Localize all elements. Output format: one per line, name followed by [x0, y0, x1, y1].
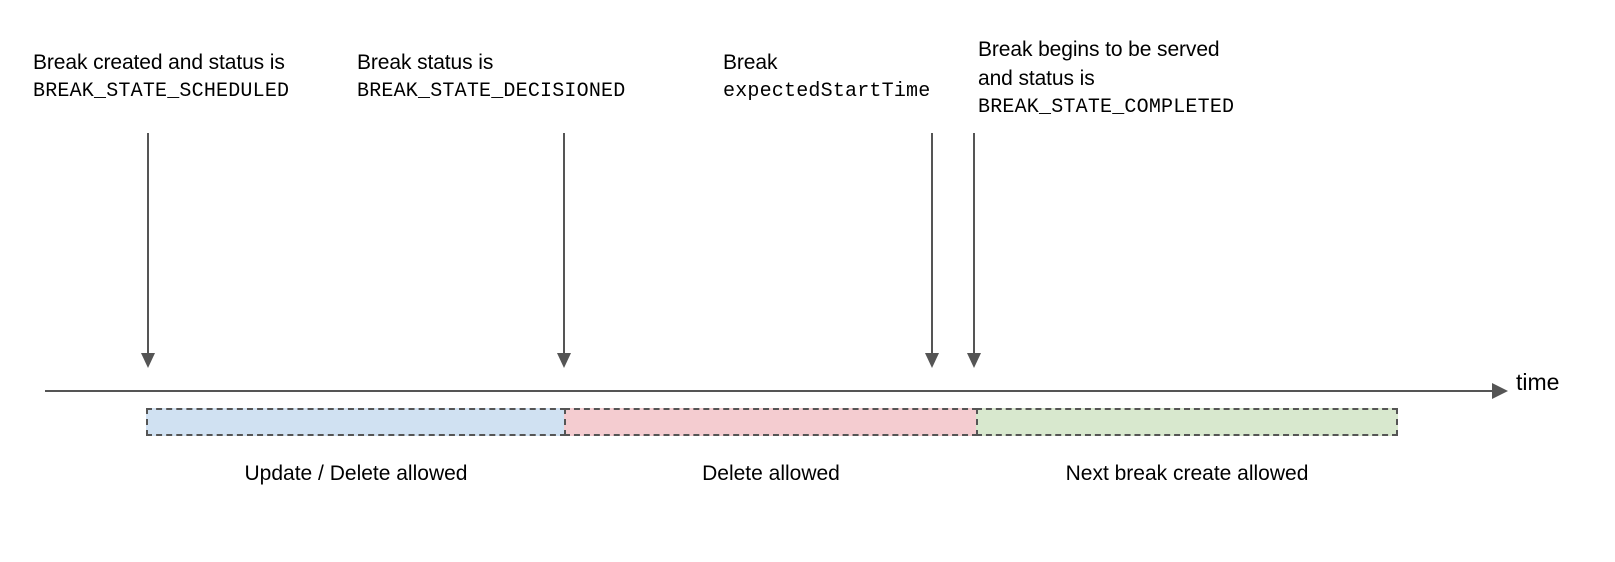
segment-delete-only	[564, 408, 978, 436]
caption-delete-only: Delete allowed	[702, 462, 840, 485]
annotation-scheduled: Break created and status is BREAK_STATE_…	[33, 48, 289, 106]
annotation-scheduled-line-1: Break created and status is	[33, 51, 285, 74]
marker-arrow-decisioned-icon	[557, 133, 571, 368]
annotation-completed: Break begins to be served and status is …	[978, 35, 1234, 122]
annotation-decisioned-line-1: Break status is	[357, 51, 494, 74]
caption-update-delete: Update / Delete allowed	[244, 462, 468, 485]
marker-arrow-scheduled-icon	[141, 133, 155, 368]
segment-next-break	[976, 408, 1398, 436]
annotation-expected-start-time-line-1: Break	[723, 51, 778, 74]
marker-arrow-completed-icon	[967, 133, 981, 368]
annotation-decisioned: Break status is BREAK_STATE_DECISIONED	[357, 48, 625, 106]
annotation-completed-line-3: BREAK_STATE_COMPLETED	[978, 96, 1235, 119]
caption-next-break: Next break create allowed	[1065, 462, 1309, 485]
segment-update-delete	[146, 408, 566, 436]
annotation-expected-start-time-line-2: expectedStartTime	[723, 80, 931, 103]
annotation-completed-line-2: and status is	[978, 67, 1095, 90]
annotation-completed-line-1: Break begins to be served	[978, 38, 1220, 61]
annotation-decisioned-line-2: BREAK_STATE_DECISIONED	[357, 80, 626, 103]
time-axis-label: time	[1516, 369, 1560, 395]
annotation-scheduled-line-2: BREAK_STATE_SCHEDULED	[33, 80, 290, 103]
time-axis-arrow-right-icon	[1492, 383, 1508, 399]
time-axis-line	[45, 390, 1500, 392]
marker-arrow-expected-start-time-icon	[925, 133, 939, 368]
timeline-bar	[146, 408, 1398, 436]
annotation-expected-start-time: Break expectedStartTime	[723, 48, 930, 106]
